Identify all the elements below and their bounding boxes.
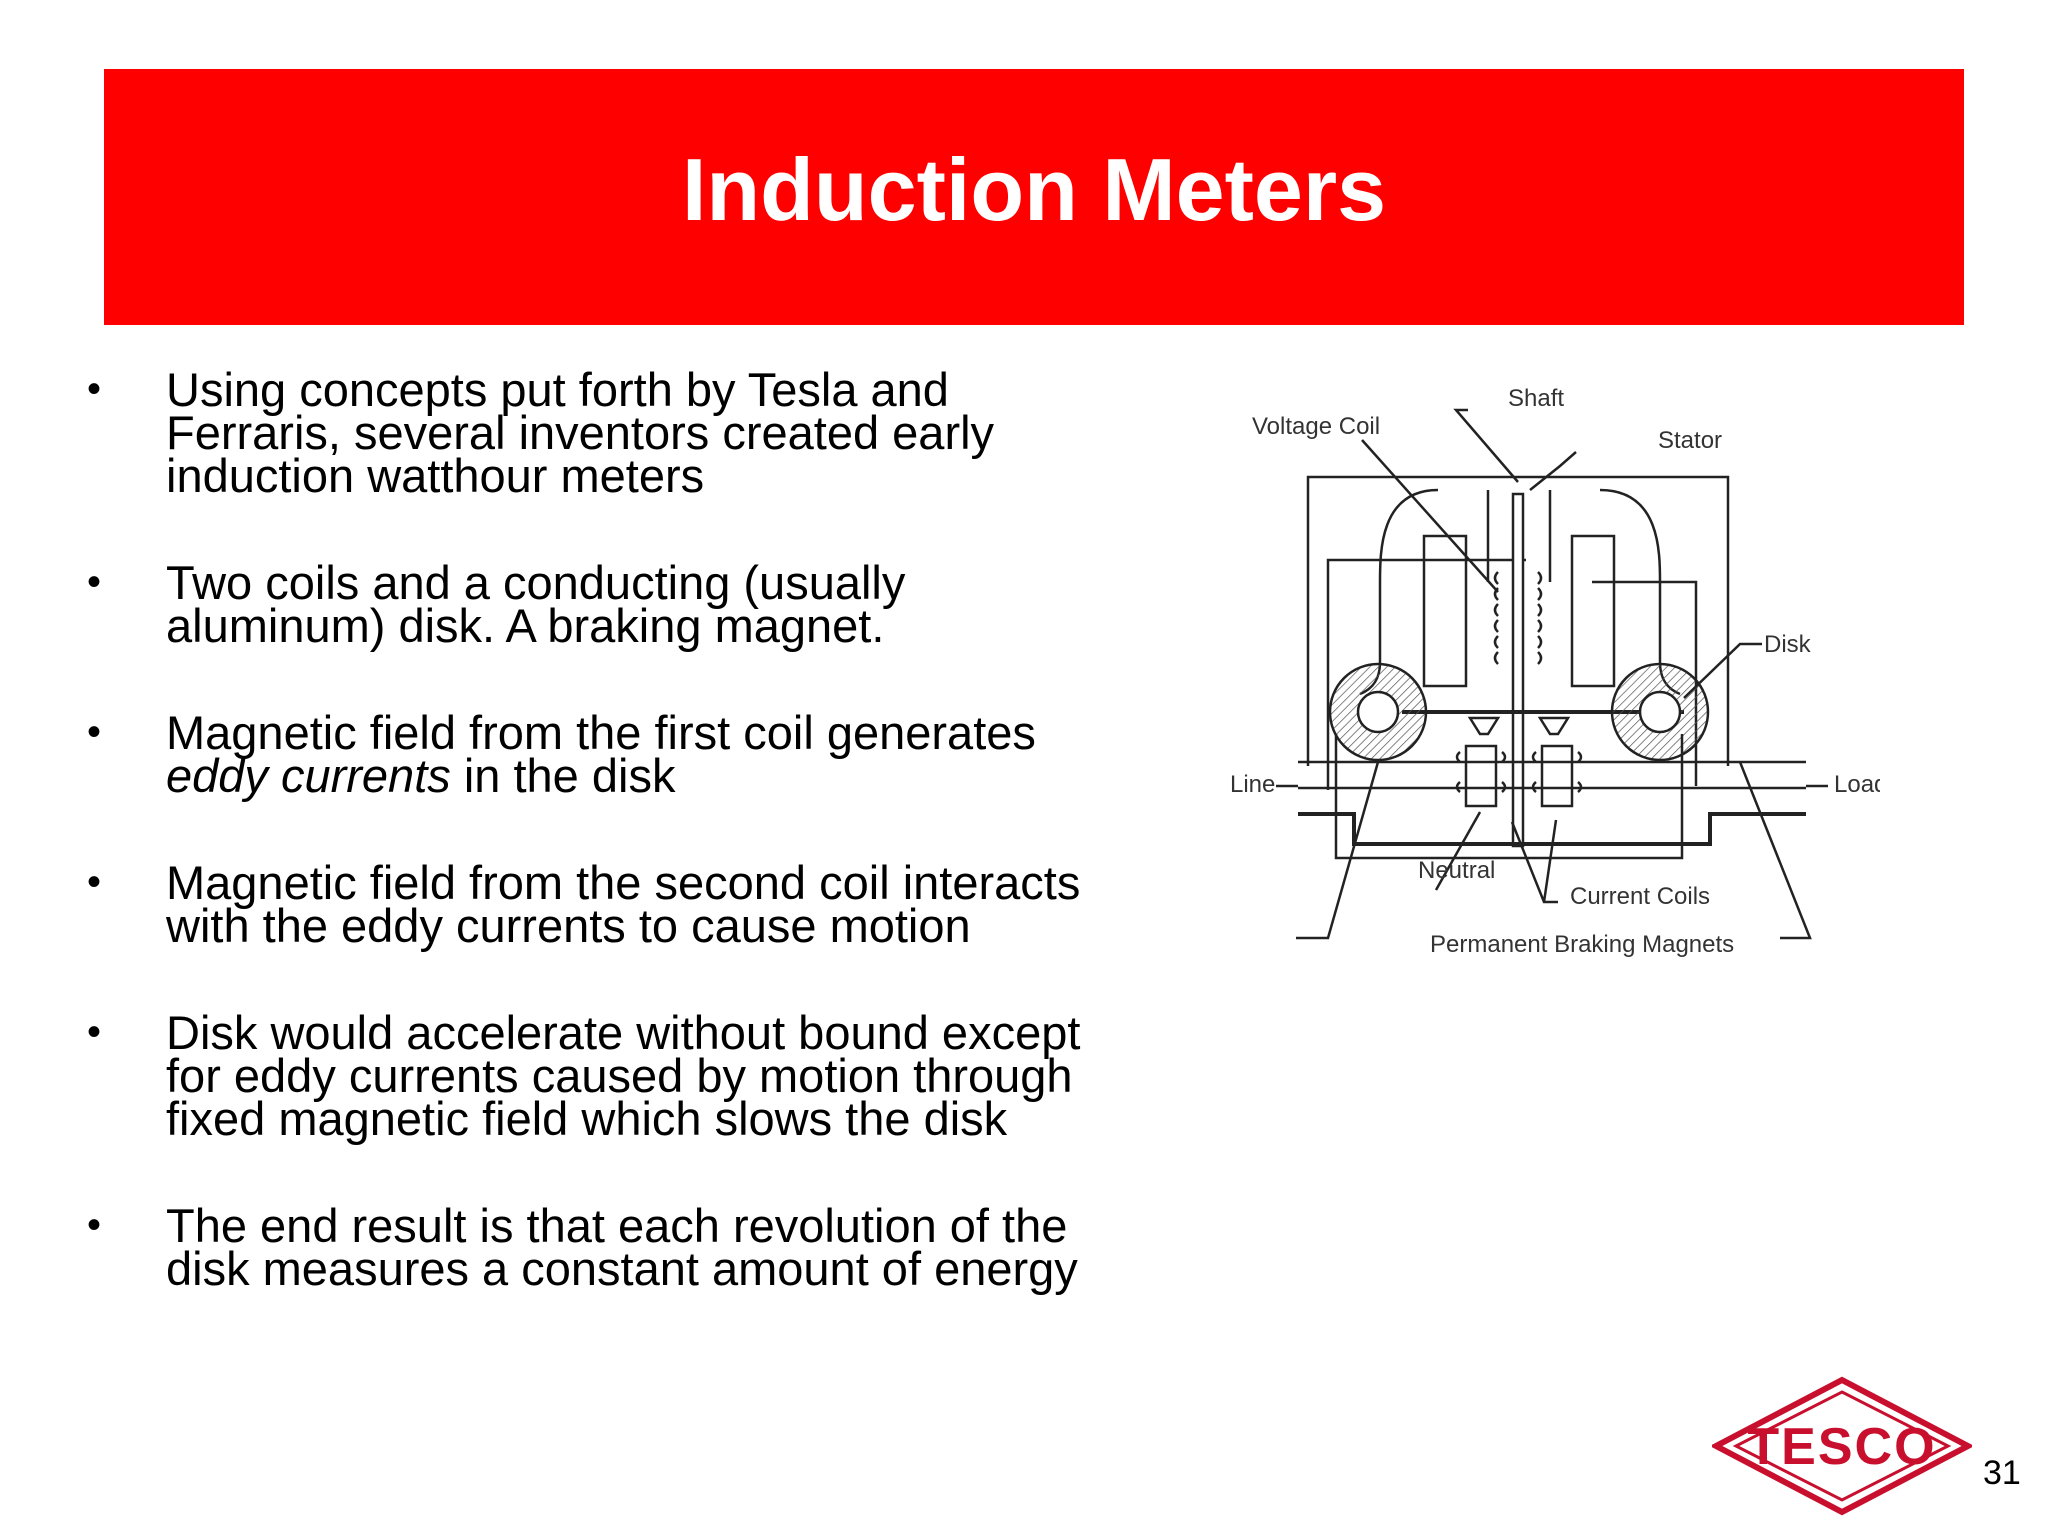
leader-stator [1529, 451, 1577, 491]
stator [1359, 488, 1681, 696]
label-line: Line [1230, 771, 1275, 798]
bullet-line: Magnetic field from the second coil inte… [166, 856, 1081, 909]
leader-braking-magnet-right [1738, 761, 1812, 940]
bullet-item: • The end result is that each revolution… [80, 1202, 1200, 1292]
voltage-coil-windings [1493, 571, 1543, 665]
current-pole-left [1467, 716, 1501, 736]
bullet-line: Two coils and a conducting (usually [166, 556, 906, 609]
label-load: Load [1834, 771, 1880, 798]
bullet-line: Ferraris, several inventors created earl… [166, 406, 995, 459]
leader-shaft [1453, 408, 1519, 483]
bullet-line: Magnetic field from the first coil gener… [166, 706, 1036, 759]
page-number: 31 [1983, 1454, 2021, 1492]
stator-window-right [1570, 534, 1616, 688]
stator-window-left [1422, 534, 1468, 688]
label-voltage-coil: Voltage Coil [1252, 413, 1380, 440]
bullet-dot: • [87, 710, 102, 754]
bullet-line: The end result is that each revolution o… [166, 1199, 1068, 1252]
bullet-line: induction watthour meters [166, 449, 705, 502]
slide-title: Induction Meters [681, 140, 1387, 239]
induction-meter-diagram: Shaft Voltage Coil Stator Disk Line Load… [1230, 385, 1880, 958]
leader-braking-magnet-left [1296, 761, 1380, 940]
bullet-item: • Using concepts put forth by Tesla and … [80, 366, 1200, 499]
current-coil-left [1464, 744, 1498, 808]
logo-text: TESCO [1747, 1418, 1936, 1476]
bullet-item: • Magnetic field from the first coil gen… [80, 709, 1200, 799]
leader-neutral [1434, 811, 1482, 891]
bullet-dot: • [87, 560, 102, 604]
label-current-coils: Current Coils [1570, 883, 1710, 910]
title-bar: Induction Meters [104, 69, 1964, 325]
bullet-line: fixed magnetic field which slows the dis… [166, 1092, 1008, 1145]
shaft [1511, 492, 1525, 848]
bullet-item: • Disk would accelerate without bound ex… [80, 1009, 1200, 1142]
label-disk: Disk [1764, 631, 1812, 658]
label-neutral: Neutral [1418, 857, 1495, 884]
bullet-item: • Two coils and a conducting (usually al… [80, 559, 1200, 649]
voltage-coil-wire [1326, 558, 1526, 790]
bullet-list: • Using concepts put forth by Tesla and … [80, 366, 1200, 1354]
bullet-line: disk measures a constant amount of energ… [166, 1242, 1078, 1295]
label-permanent-braking-magnets: Permanent Braking Magnets [1430, 931, 1734, 958]
bullet-line: for eddy currents caused by motion throu… [166, 1049, 1073, 1102]
current-coil-right [1540, 744, 1574, 808]
bullet-line: in the disk [450, 749, 676, 802]
bullet-line: Disk would accelerate without bound exce… [166, 1006, 1081, 1059]
tesco-logo: TESCO [1712, 1376, 1972, 1516]
logo-diamond-outer [1712, 1376, 1972, 1516]
bullet-dot: • [87, 1010, 102, 1054]
bullet-dot: • [87, 1203, 102, 1247]
meter-frame [1306, 475, 1730, 766]
leader-disk [1683, 642, 1762, 699]
label-stator: Stator [1658, 427, 1722, 454]
label-shaft: Shaft [1508, 385, 1564, 412]
bullet-line: Using concepts put forth by Tesla and [166, 363, 949, 416]
current-pole-right [1537, 716, 1571, 736]
bullet-dot: • [87, 860, 102, 904]
bullet-italic-term: eddy currents [166, 749, 451, 802]
magnet-yoke [1334, 734, 1684, 860]
bullet-line: aluminum) disk. A braking magnet. [166, 599, 885, 652]
leader-voltage-coil [1361, 439, 1499, 593]
bullet-item: • Magnetic field from the second coil in… [80, 859, 1200, 949]
bullet-dot: • [87, 367, 102, 411]
leader-current-coils [1510, 819, 1558, 904]
logo-diamond-inner [1732, 1390, 1952, 1502]
bullet-line: with the eddy currents to cause motion [166, 899, 971, 952]
neutral-conductor [1298, 812, 1806, 846]
